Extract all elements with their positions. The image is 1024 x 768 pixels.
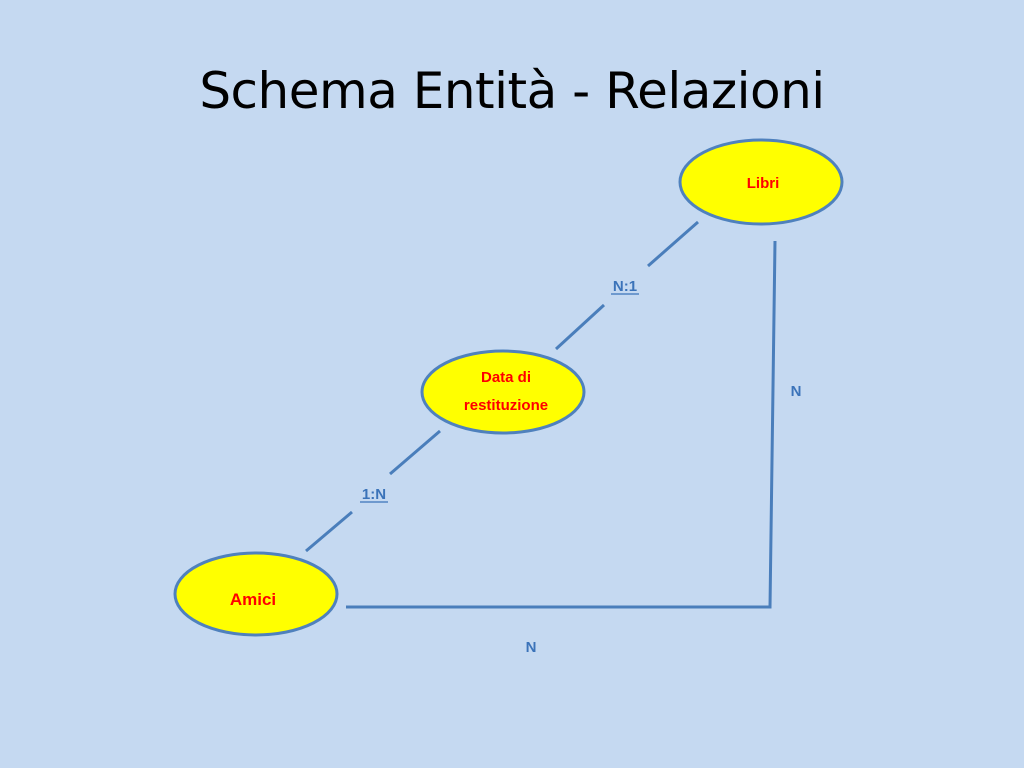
connector-libri-data	[647, 220, 699, 268]
connector-data-1n	[389, 429, 441, 476]
entity-data-restituzione-shape	[420, 349, 586, 435]
cardinality-1-to-n: 1:N	[362, 486, 386, 503]
connector-libri-amici	[346, 240, 777, 609]
entity-libri-shape	[678, 138, 844, 226]
connector-n1-data	[554, 303, 606, 351]
cardinality-n-vertical: N	[791, 383, 802, 400]
entity-amici-shape	[173, 551, 339, 637]
entity-data-label-line2: restituzione	[464, 397, 548, 414]
entity-data-restituzione[interactable]: Data di restituzione	[420, 349, 586, 435]
entity-libri[interactable]: Libri	[678, 138, 844, 226]
entity-amici-label: Amici	[230, 590, 276, 609]
entity-data-label-line1: Data di	[481, 369, 531, 386]
connector-1n-amici	[305, 510, 353, 553]
entity-libri-label: Libri	[747, 175, 780, 192]
cardinality-n-horizontal: N	[526, 639, 537, 656]
cardinality-n-to-1: N:1	[613, 278, 637, 295]
entity-amici[interactable]: Amici	[173, 551, 339, 637]
slide-title: Schema Entità - Relazioni	[199, 62, 825, 120]
